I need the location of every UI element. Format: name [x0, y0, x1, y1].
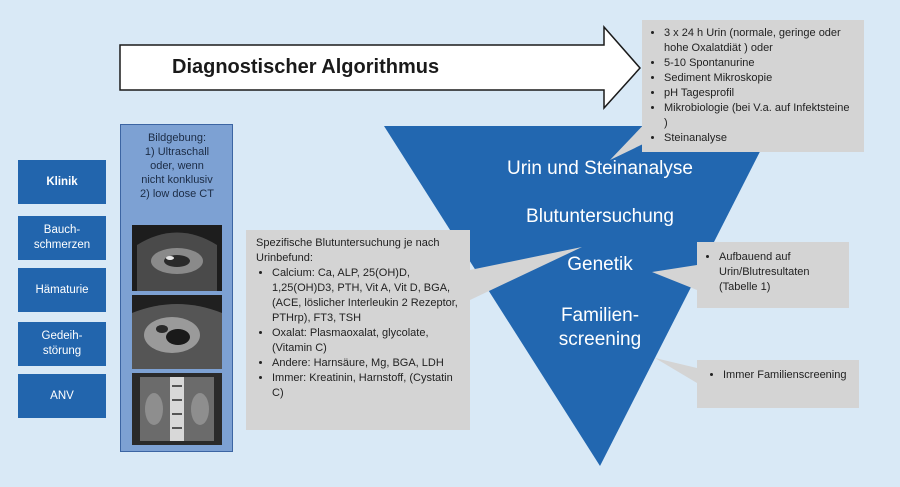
sidebar-item-label: Hämaturie	[35, 283, 89, 296]
funnel-level-blood: Blutuntersuchung	[526, 206, 674, 227]
sidebar-item-klinik[interactable]: Klinik	[18, 160, 106, 204]
sidebar-item-label: Klinik	[46, 175, 78, 188]
list-item: Mikrobiologie (bei V.a. auf Infektsteine…	[664, 101, 856, 131]
list-item: Aufbauend auf Urin/Blutresultaten (Tabel…	[719, 250, 841, 295]
sidebar-item-label: ANV	[50, 389, 74, 402]
imaging-panel: Bildgebung: 1) Ultraschall oder, wenn ni…	[120, 124, 233, 452]
algorithm-title: Diagnostischer Algorithmus	[172, 56, 440, 78]
sidebar-item-label: Gedeih- störung	[41, 330, 83, 357]
blood-callout-list: Calcium: Ca, ALP, 25(OH)D, 1,25(OH)D3, P…	[256, 266, 462, 401]
list-item: Andere: Harnsäure, Mg, BGA, LDH	[272, 356, 462, 371]
imaging-text: Bildgebung: 1) Ultraschall oder, wenn ni…	[125, 131, 229, 201]
list-item: 5-10 Spontanurine	[664, 56, 856, 71]
urine-callout-list: 3 x 24 h Urin (normale, geringe oder hoh…	[648, 26, 856, 146]
imaging-line: 2) low dose CT	[140, 188, 214, 200]
ct-scan-image-icon	[132, 373, 222, 445]
sidebar-item-label: Bauch- schmerzen	[33, 224, 91, 251]
funnel-level-family-line: screening	[558, 329, 642, 350]
list-item: 3 x 24 h Urin (normale, geringe oder hoh…	[664, 26, 856, 56]
process-arrow	[119, 25, 642, 110]
funnel-level-urine: Urin und Steinanalyse	[507, 158, 693, 179]
blood-callout-intro: Spezifische Blutuntersuchung je nach Uri…	[256, 237, 440, 264]
list-item: Immer Familienscreening	[723, 368, 851, 383]
genetics-callout-list: Aufbauend auf Urin/Blutresultaten (Tabel…	[703, 250, 841, 295]
genetics-callout-pointer	[652, 265, 697, 290]
sidebar-item-bauchschmerzen[interactable]: Bauch- schmerzen	[18, 216, 106, 260]
funnel-level-genetics: Genetik	[567, 254, 633, 275]
funnel-triangle	[384, 126, 773, 466]
family-callout-pointer	[655, 358, 697, 383]
sidebar-item-gedeihstoerung[interactable]: Gedeih- störung	[18, 322, 106, 366]
imaging-title: Bildgebung:	[147, 132, 207, 144]
list-item: Calcium: Ca, ALP, 25(OH)D, 1,25(OH)D3, P…	[272, 266, 462, 326]
blood-callout-pointer	[470, 247, 582, 300]
list-item: Oxalat: Plasmaoxalat, glycolate, (Vitami…	[272, 326, 462, 356]
list-item: Immer: Kreatinin, Harnstoff, (Cystatin C…	[272, 371, 462, 401]
list-item: Steinanalyse	[664, 131, 856, 146]
sidebar-item-haematurie[interactable]: Hämaturie	[18, 268, 106, 312]
sidebar-item-anv[interactable]: ANV	[18, 374, 106, 418]
family-callout-box: Immer Familienscreening	[697, 360, 859, 408]
imaging-line: nicht konklusiv	[141, 174, 213, 186]
imaging-line: 1) Ultraschall	[144, 146, 210, 158]
funnel-level-family-line: Familien-	[560, 305, 640, 326]
ultrasound-image-icon	[132, 225, 222, 291]
urine-callout-box: 3 x 24 h Urin (normale, geringe oder hoh…	[642, 20, 864, 152]
family-callout-list: Immer Familienscreening	[707, 368, 851, 383]
imaging-line: oder, wenn	[150, 160, 204, 172]
blood-callout-box: Spezifische Blutuntersuchung je nach Uri…	[246, 230, 470, 430]
funnel-level-family: Familien- screening	[470, 304, 730, 352]
ultrasound-image-icon	[132, 295, 222, 369]
genetics-callout-box: Aufbauend auf Urin/Blutresultaten (Tabel…	[697, 242, 849, 308]
list-item: pH Tagesprofil	[664, 86, 856, 101]
list-item: Sediment Mikroskopie	[664, 71, 856, 86]
